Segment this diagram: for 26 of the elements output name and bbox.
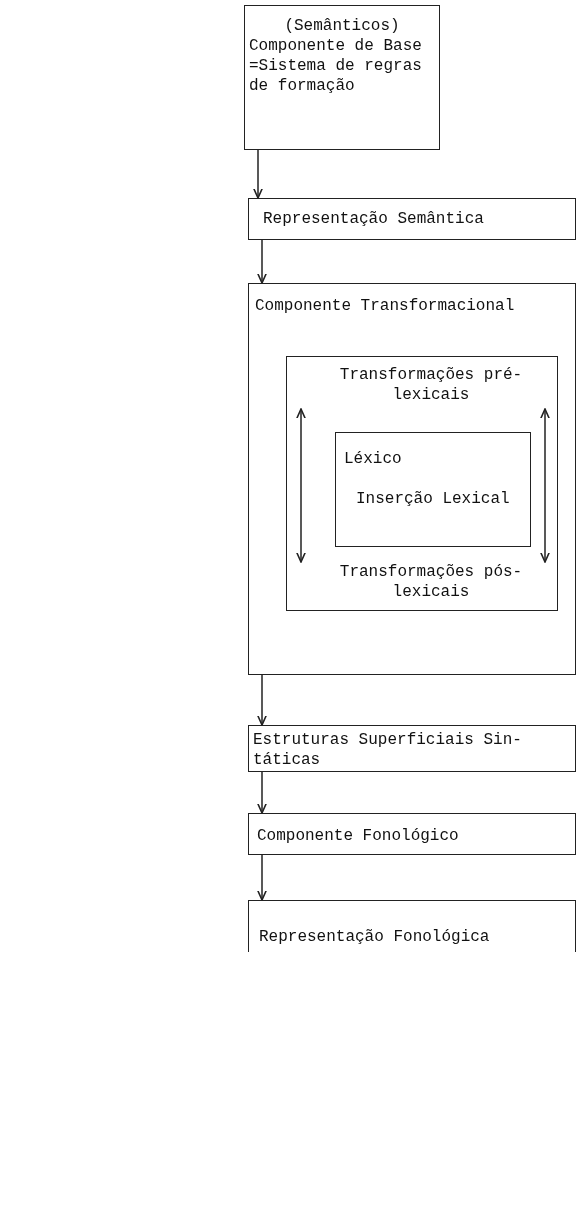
box-label: Componente Fonológico	[257, 826, 460, 846]
box-text: Componente de Base =Sistema de regras de formação	[249, 36, 423, 96]
text-label: Transformações pré- lexicais	[338, 365, 524, 405]
arrow	[257, 771, 267, 814]
process-box	[248, 813, 576, 855]
arrow	[257, 239, 267, 284]
box-text: Inserção Lexical	[356, 489, 511, 509]
process-box	[244, 5, 440, 150]
arrow	[253, 149, 263, 199]
box-label: Representação Semântica	[263, 209, 485, 229]
box-label: Componente Transformacional	[255, 296, 516, 316]
component-box	[248, 283, 576, 675]
arrow	[257, 674, 267, 726]
inner-box	[286, 356, 558, 611]
box-label: Representação Fonológica	[259, 927, 491, 947]
double-arrow	[540, 408, 550, 563]
box-heading: (Semânticos)	[283, 16, 401, 36]
process-box	[248, 725, 576, 772]
box-label: Estruturas Superficiais Sin- táticas	[253, 730, 523, 770]
process-box	[248, 900, 576, 952]
process-box	[248, 198, 576, 240]
text-label: Transformações pós- lexicais	[338, 562, 524, 602]
double-arrow	[296, 408, 306, 563]
lexicon-box	[335, 432, 531, 547]
arrow	[257, 854, 267, 901]
box-heading: Léxico	[344, 449, 403, 469]
